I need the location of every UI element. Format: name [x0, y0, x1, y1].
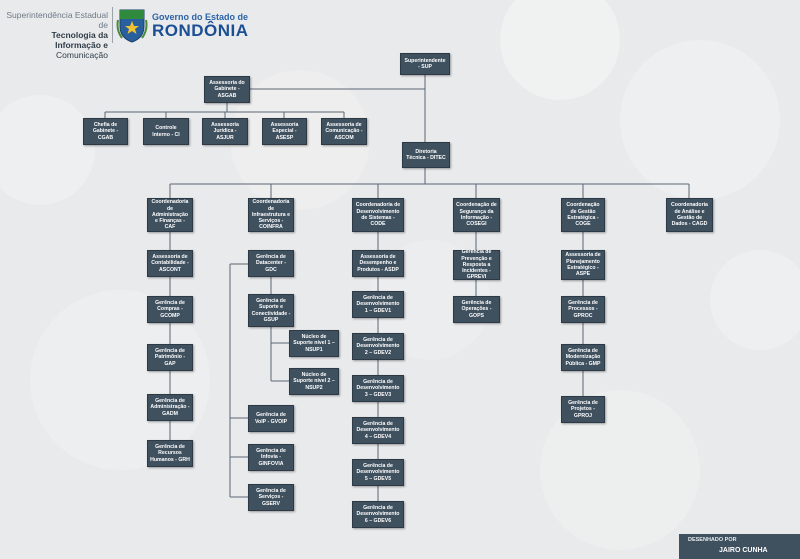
- node-ci[interactable]: Controle Interno - CI: [143, 118, 189, 145]
- node-cgab[interactable]: Chefia de Gabinete - CGAB: [83, 118, 128, 145]
- node-coge[interactable]: Coordenação de Gestão Estratégica - COGE: [561, 198, 605, 232]
- header-divider: [112, 7, 113, 43]
- node-gproc[interactable]: Gerência de Processos - GPROC: [561, 296, 605, 323]
- node-gcomp[interactable]: Gerência de Compras - GCOMP: [147, 296, 193, 323]
- node-code[interactable]: Coordenadoria de Desenvolvimento de Sist…: [352, 198, 404, 232]
- credits-footer: DESENHADO POR JAIRO CUNHA: [679, 534, 800, 559]
- node-cagd[interactable]: Coordenadoria de Análise e Gestão de Dad…: [666, 198, 713, 232]
- node-gproj[interactable]: Gerência de Projetos - GPROJ: [561, 396, 605, 423]
- node-asdp[interactable]: Assessoria de Desempenho e Produtos - AS…: [352, 250, 404, 277]
- node-gserv[interactable]: Gerência de Serviços - GSERV: [248, 484, 294, 511]
- header: Superintendência Estadual de Tecnologia …: [0, 0, 800, 60]
- node-gdev4[interactable]: Gerência de Desenvolvimento 4 – GDEV4: [352, 417, 404, 444]
- node-sup[interactable]: Superintendente - SUP: [400, 53, 450, 75]
- state-crest-icon: [116, 9, 148, 43]
- node-gops[interactable]: Gerência de Operações - GOPS: [453, 296, 500, 323]
- node-asesp[interactable]: Assessoria Especial - ASESP: [262, 118, 307, 145]
- node-gadm[interactable]: Gerência de Administração - GADM: [147, 394, 193, 421]
- node-ditec[interactable]: Diretoria Técnica - DITEC: [402, 142, 450, 168]
- credits-label: DESENHADO POR: [688, 537, 737, 543]
- node-caf[interactable]: Coordenadoria de Administração e Finança…: [147, 198, 193, 232]
- node-grh[interactable]: Gerência de Recursos Humanos - GRH: [147, 440, 193, 467]
- node-gdev6[interactable]: Gerência de Desenvolvimento 6 – GDEV6: [352, 501, 404, 528]
- node-coinfra[interactable]: Coordenadoria de Infraestrutura e Serviç…: [248, 198, 294, 232]
- node-gdev5[interactable]: Gerência de Desenvolvimento 5 – GDEV5: [352, 459, 404, 486]
- node-gvoip[interactable]: Gerência de VoIP - GVOIP: [248, 405, 294, 432]
- node-asjur[interactable]: Assessoria Jurídica - ASJUR: [202, 118, 248, 145]
- node-gmp[interactable]: Gerência de Modernização Pública - GMP: [561, 344, 605, 371]
- node-gsup[interactable]: Gerência de Suporte e Conectividade - GS…: [248, 294, 294, 327]
- node-nsup2[interactable]: Núcleo de Suporte nível 2 – NSUP2: [289, 368, 339, 395]
- node-ascont[interactable]: Assessoria de Contabilidade - ASCONT: [147, 250, 193, 277]
- secretariat-name: Superintendência Estadual de Tecnologia …: [6, 10, 108, 60]
- node-gdev1[interactable]: Gerência de Desenvolvimento 1 – GDEV1: [352, 291, 404, 318]
- node-nsup1[interactable]: Núcleo de Suporte nível 1 – NSUP1: [289, 330, 339, 357]
- credits-author: JAIRO CUNHA: [719, 547, 768, 554]
- node-gprevi[interactable]: Gerência de Prevenção e Resposta a Incid…: [453, 249, 500, 280]
- node-cosegi[interactable]: Coordenação de Segurança da Informação -…: [453, 198, 500, 232]
- government-name: Governo do Estado de RONDÔNIA: [152, 12, 249, 40]
- node-gdev2[interactable]: Gerência de Desenvolvimento 2 – GDEV2: [352, 333, 404, 360]
- node-gdev3[interactable]: Gerência de Desenvolvimento 3 – GDEV3: [352, 375, 404, 402]
- node-ginfovia[interactable]: Gerência de Infovia - GINFOVIA: [248, 444, 294, 471]
- node-gap[interactable]: Gerência de Patrimônio - GAP: [147, 344, 193, 371]
- node-ascom[interactable]: Assessoria de Comunicação - ASCOM: [321, 118, 367, 145]
- node-asgab[interactable]: Assessoria do Gabinete - ASGAB: [204, 76, 250, 103]
- node-gdc[interactable]: Gerência de Datacenter - GDC: [248, 250, 294, 277]
- node-aspe[interactable]: Assessoria de Planejamento Estratégico -…: [561, 250, 605, 280]
